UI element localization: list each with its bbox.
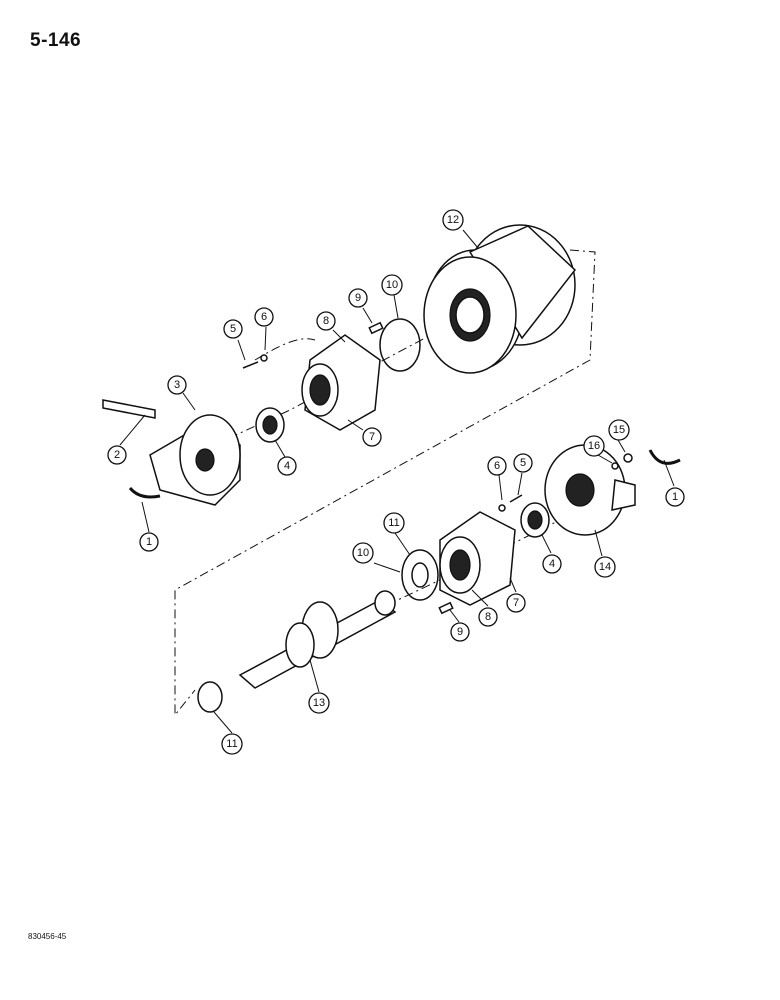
callout-9-upper: 9	[348, 288, 368, 308]
svg-text:7: 7	[513, 597, 519, 609]
svg-text:4: 4	[549, 558, 555, 570]
callout-4-lower: 4	[542, 554, 562, 574]
callout-6-upper: 6	[254, 307, 274, 327]
callout-7-upper: 7	[362, 427, 382, 447]
callout-15: 15	[608, 419, 630, 441]
shaft-part	[238, 590, 397, 689]
svg-text:8: 8	[323, 315, 329, 327]
callout-10-lower: 10	[352, 542, 374, 564]
svg-text:13: 13	[313, 697, 325, 709]
svg-text:11: 11	[388, 517, 399, 529]
end-collar-lower-part	[544, 444, 636, 536]
svg-text:12: 12	[447, 214, 459, 226]
svg-text:6: 6	[261, 311, 267, 323]
o-ring-small-part	[611, 462, 619, 470]
svg-text:5: 5	[520, 457, 526, 469]
screw-lower-part	[509, 494, 523, 503]
callout-14: 14	[594, 556, 616, 578]
svg-text:16: 16	[588, 440, 600, 452]
svg-text:11: 11	[226, 738, 237, 750]
callout-1-right: 1	[665, 487, 685, 507]
collar-lower-part	[439, 511, 516, 606]
thrust-washer-inner	[411, 562, 429, 588]
svg-text:10: 10	[386, 279, 398, 291]
callout-10-upper: 10	[381, 274, 403, 296]
svg-text:6: 6	[494, 460, 500, 472]
callout-13: 13	[308, 692, 330, 714]
svg-text:3: 3	[174, 379, 180, 391]
svg-text:9: 9	[355, 292, 361, 304]
retaining-clip-left-part	[128, 486, 161, 499]
svg-text:9: 9	[457, 626, 463, 638]
washer-upper-part	[260, 354, 268, 362]
collar-upper-part	[301, 334, 381, 431]
figure-code: 830456-45	[28, 932, 67, 941]
callout-5-lower: 5	[513, 453, 533, 473]
seal-upper-inner	[262, 415, 278, 435]
plug-part	[623, 453, 633, 463]
dowel-pin-lower-part	[438, 601, 454, 615]
retaining-clip-right-part	[648, 449, 681, 465]
svg-text:15: 15	[613, 424, 625, 436]
svg-text:5: 5	[230, 323, 236, 335]
o-ring-lower-part	[197, 681, 223, 713]
callout-8-upper: 8	[316, 311, 336, 331]
seal-lower-inner	[527, 510, 543, 530]
svg-text:2: 2	[114, 449, 120, 461]
plate-part	[102, 399, 156, 419]
assembly-centerline	[174, 249, 596, 717]
callout-1-left: 1	[139, 532, 159, 552]
callout-2: 2	[107, 445, 127, 465]
svg-text:14: 14	[599, 561, 611, 573]
svg-text:4: 4	[284, 460, 290, 472]
svg-text:10: 10	[357, 547, 369, 559]
callout-8-lower: 8	[478, 607, 498, 627]
callout-12: 12	[442, 209, 464, 231]
callout-3: 3	[167, 375, 187, 395]
callout-6-lower: 6	[487, 456, 507, 476]
callout-5-upper: 5	[223, 319, 243, 339]
washer-lower-part	[498, 504, 506, 512]
svg-text:1: 1	[672, 491, 678, 503]
callout-11-lower: 11	[221, 733, 243, 755]
svg-text:1: 1	[146, 536, 152, 548]
callout-11-middle: 11	[383, 512, 405, 534]
callout-7-lower: 7	[506, 593, 526, 613]
end-collar-upper-part	[149, 414, 241, 506]
thrust-washer-part	[401, 549, 439, 601]
screw-upper-part	[242, 361, 259, 369]
svg-text:8: 8	[485, 611, 491, 623]
callout-16: 16	[583, 435, 605, 457]
callout-4-upper: 4	[277, 456, 297, 476]
o-ring-upper-part	[379, 318, 421, 372]
roller-shell-part	[423, 224, 577, 374]
leader-lines	[119, 229, 675, 734]
dowel-pin-upper-part	[368, 321, 384, 335]
callout-9-lower: 9	[450, 622, 470, 642]
page-number: 5-146	[30, 30, 82, 51]
svg-text:7: 7	[369, 431, 375, 443]
